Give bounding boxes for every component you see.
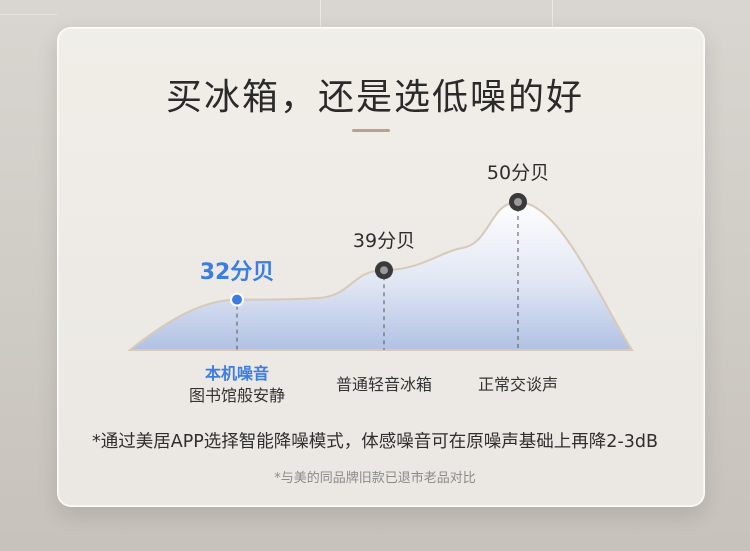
data-point-marker-core bbox=[514, 198, 522, 206]
category-secondary: 正常交谈声 bbox=[477, 375, 558, 394]
headline-underline bbox=[352, 129, 390, 132]
category-secondary: 图书馆般安静 bbox=[188, 386, 285, 405]
category-label: 普通轻音冰箱 bbox=[294, 374, 474, 396]
category-secondary: 普通轻音冰箱 bbox=[335, 375, 432, 394]
footnote: *与美的同品牌旧款已退市老品对比 bbox=[274, 471, 476, 486]
category-primary: 本机噪音 bbox=[204, 364, 269, 383]
background-line bbox=[320, 0, 321, 27]
category-label: 本机噪音图书馆般安静 bbox=[147, 363, 327, 407]
category-label: 正常交谈声 bbox=[428, 374, 608, 396]
data-point-marker bbox=[230, 292, 244, 307]
background-line bbox=[0, 14, 57, 15]
data-point-marker-core bbox=[380, 266, 388, 275]
value-label: 39分贝 bbox=[352, 230, 416, 253]
background-line bbox=[552, 0, 553, 27]
headline: 买冰箱，还是选低噪的好 bbox=[165, 77, 584, 118]
value-label: 32分贝 bbox=[199, 259, 275, 285]
app-note: *通过美居APP选择智能降噪模式，体感噪音可在原噪声基础上再降2-3dB bbox=[91, 432, 659, 452]
value-label: 50分贝 bbox=[486, 162, 550, 184]
